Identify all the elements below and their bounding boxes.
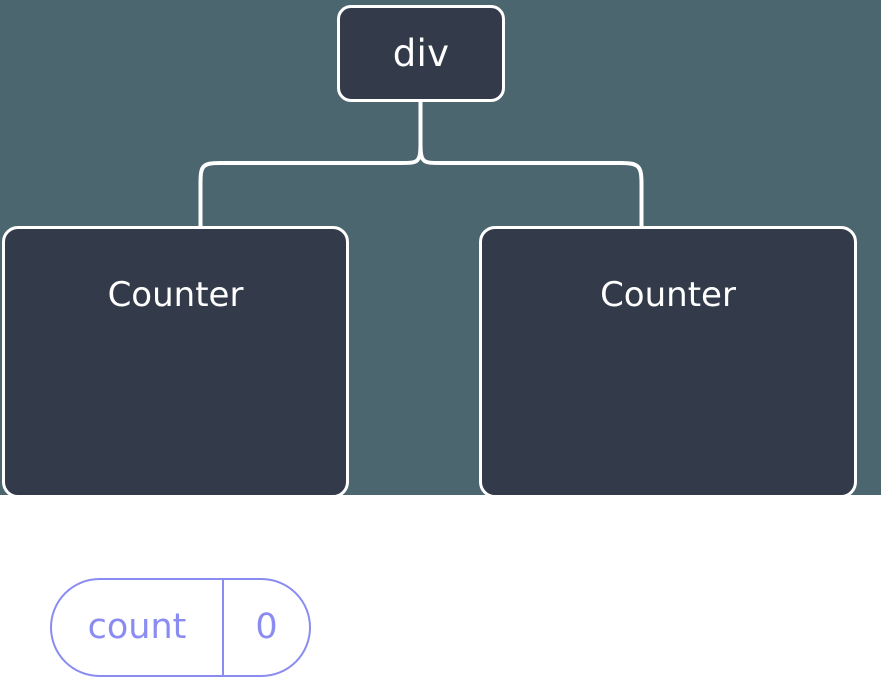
node-div[interactable]: div: [337, 5, 505, 102]
node-counter-left-title: Counter: [107, 275, 244, 315]
state-pill-left-wrap: count 0: [50, 578, 311, 677]
node-counter-left[interactable]: Counter count 0: [2, 226, 349, 677]
connector-branch-left: [198, 141, 423, 230]
state-pill-left-key: count: [52, 580, 224, 675]
node-div-label: div: [392, 32, 450, 75]
state-pill-left-value: 0: [255, 607, 278, 647]
node-counter-right[interactable]: Counter count 1: [479, 226, 857, 498]
connector-branch-right: [418, 141, 644, 230]
node-counter-right-title: Counter: [600, 275, 736, 315]
state-pill-left[interactable]: count 0: [50, 578, 311, 677]
